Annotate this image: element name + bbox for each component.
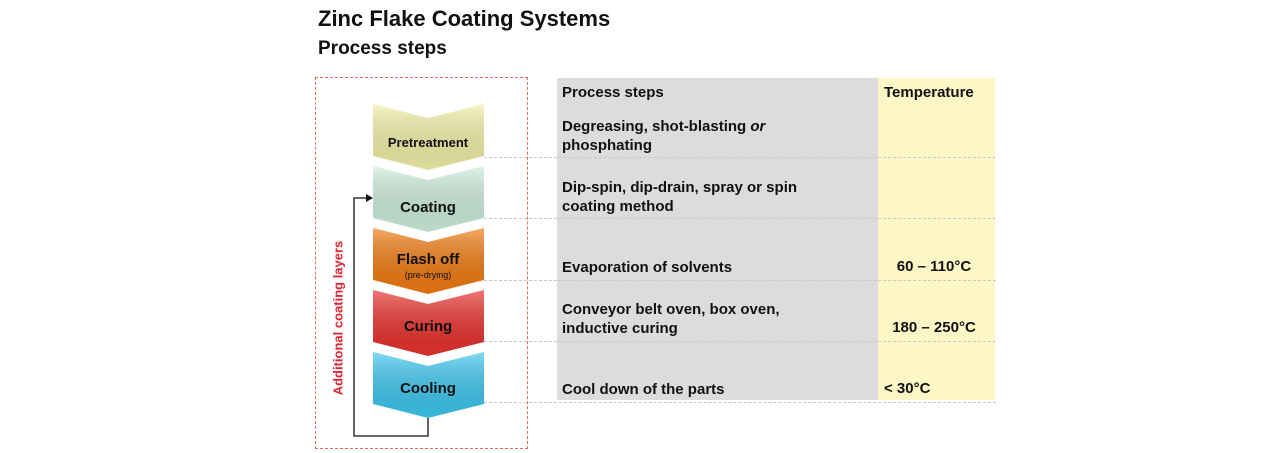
process-column-background [557, 78, 878, 400]
chevron-coating [373, 166, 484, 232]
temperature-column-background [878, 78, 995, 400]
header-temperature: Temperature [884, 84, 974, 101]
step-label-flash-off: Flash off [396, 251, 460, 268]
page-title: Zinc Flake Coating Systems [318, 6, 611, 31]
step-label-curing: Curing [403, 318, 453, 335]
temperature-value: 180 – 250°C [892, 319, 976, 336]
step-label-cooling: Cooling [400, 380, 456, 397]
chevron-pretreatment [373, 104, 484, 170]
chevron-curing [373, 290, 484, 356]
row-separator [484, 341, 996, 342]
process-step-description: Conveyor belt oven, box oven,inductive c… [562, 301, 780, 337]
process-flow-frame [315, 77, 528, 449]
arrowhead-icon [366, 194, 373, 202]
chevron-flash-off [373, 228, 484, 294]
temperature-value: 60 – 110°C [896, 258, 972, 275]
row-separator [484, 157, 996, 158]
temperature-value: < 30°C [884, 380, 931, 397]
row-separator [484, 218, 996, 219]
chevron-cooling [373, 352, 484, 418]
page-subtitle: Process steps [318, 38, 447, 59]
row-separator [484, 280, 996, 281]
loop-arrow [353, 194, 429, 437]
step-sublabel-flash-off: (pre-drying) [404, 270, 452, 280]
process-step-description: Cool down of the parts [562, 381, 725, 398]
step-label-coating: Coating [400, 199, 456, 216]
process-step-description: Evaporation of solvents [562, 259, 733, 276]
row-separator [484, 402, 996, 403]
header-process-steps: Process steps [562, 84, 664, 101]
step-label-pretreatment: Pretreatment [387, 135, 469, 150]
